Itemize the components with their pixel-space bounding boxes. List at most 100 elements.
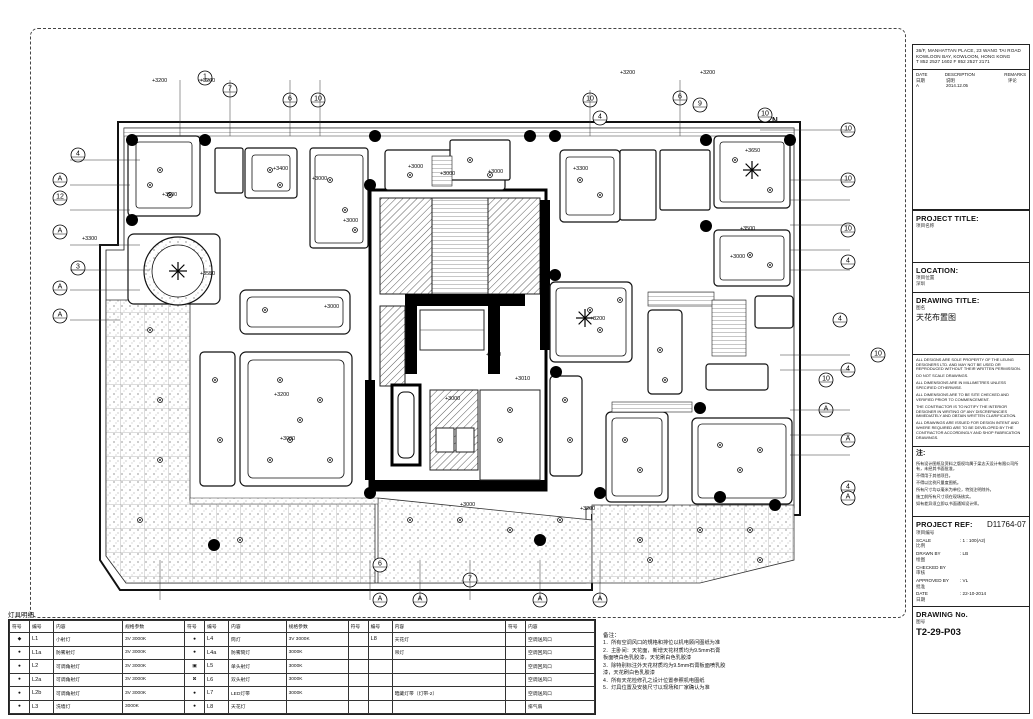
grid-tag: 4 (70, 147, 86, 163)
grid-tag: 10 (840, 222, 856, 238)
light-dot (409, 174, 411, 176)
light-dot (149, 329, 151, 331)
chandelier-arm (751, 169, 759, 177)
ceiling-height-label: +3200 (274, 392, 289, 398)
grid-tag: 4 (840, 254, 856, 270)
light-fixture (747, 527, 753, 533)
light-dot (239, 539, 241, 541)
grid-tag: 10 (870, 347, 886, 363)
grid-tag-circle (52, 308, 68, 324)
grid-tag-circle (840, 222, 856, 238)
legend-cell: 空调送风口 (524, 686, 596, 701)
legend-cell: ● (184, 645, 206, 660)
light-fixture (407, 172, 413, 178)
project-ref-cn: 项目编号 (916, 529, 935, 535)
light-fixture (757, 447, 763, 453)
light-fixture (767, 262, 773, 268)
drawing-notes: 备注： 1．所有空调风口的規格和排位以机电顾问图纸为准 2．主卧间：天花面，新增… (603, 632, 903, 693)
revision-row: A 2014.12.05 (916, 83, 968, 89)
grid-tag-circle (870, 347, 886, 363)
light-fixture (147, 327, 153, 333)
legend-cell (347, 686, 369, 701)
legend-table: 符号 编号 内容 规格参数 符号 编号 内容 规格参数 符号 编号 内容 符号 … (9, 620, 596, 714)
light-fixture (267, 457, 273, 463)
grid-tag-label: A (378, 596, 383, 603)
firm-line-2: KOWLOON BAY, KOWLOON, HONG KONG (916, 53, 1011, 59)
light-dot (749, 254, 751, 256)
legend-cell: L2 (29, 659, 54, 674)
legend-cell: 可调角射灯 (53, 659, 123, 674)
legend-cell: 筒灯 (228, 632, 287, 647)
legend-cell: ● (9, 672, 30, 687)
central-core (365, 188, 550, 492)
chandelier-arm (171, 270, 179, 278)
legend-cell: L1a (29, 645, 54, 660)
grid-tag: A (372, 592, 388, 608)
legend-header: 规格参数 (285, 620, 349, 633)
light-dot (579, 179, 581, 181)
ceiling-height-label: +3300 (82, 236, 97, 242)
grid-tag: A (52, 308, 68, 324)
chandelier-icon (743, 161, 761, 179)
legend-cell: 洗墙灯 (53, 699, 123, 714)
location-section: LOCATION: 项目位置 深圳 (913, 261, 1029, 292)
legend-cell: ▣ (184, 659, 206, 674)
light-dot (344, 209, 346, 211)
legend-cell: 双头射灯 (228, 672, 287, 687)
light-dot (159, 399, 161, 401)
light-fixture (212, 377, 218, 383)
column (126, 214, 138, 226)
light-fixture (732, 157, 738, 163)
north-arrow-label: N (772, 116, 778, 125)
grid-tag-circle (197, 70, 213, 86)
light-dot (599, 329, 601, 331)
light-dot (569, 439, 571, 441)
grid-tag: 10 (310, 92, 326, 108)
legend-cell: L3 (29, 699, 54, 714)
light-dot (759, 559, 761, 561)
legend-cell: 单头射灯 (228, 659, 287, 674)
legend-cell: ◆ (9, 632, 30, 647)
grid-tag-label: A (824, 406, 829, 413)
drawing-title-section: DRAWING TITLE: 图名 天花布置图 (913, 291, 1029, 354)
ceiling-height-label: +3650 (745, 148, 760, 154)
legend-title: 灯具明细 (8, 612, 34, 619)
drawing-number-section: DRAWING No. 图号 T2-29-P03 (913, 605, 1029, 642)
terrace-left (105, 299, 376, 584)
column (534, 534, 546, 546)
light-dot (619, 299, 621, 301)
legend-header: 编号 (367, 620, 393, 633)
light-fixture (267, 167, 273, 173)
chinese-note: 所有尺寸均以毫米为单位，特别注明除外。 (916, 487, 994, 493)
legend-cell: ● (9, 699, 30, 714)
date-field: DATE: 22-10-2014 (916, 591, 987, 597)
light-fixture (637, 467, 643, 473)
revision-header: DATE DESCRIPTION REMARKS (916, 72, 1026, 78)
ceiling-height-label: +3000 (312, 176, 327, 182)
light-fixture (277, 377, 283, 383)
column (784, 134, 796, 146)
light-fixture (657, 347, 663, 353)
grid-tag: 10 (757, 107, 773, 123)
ceiling-height-label: +3000 (730, 254, 745, 260)
legend-cell: 3V 3000K (121, 686, 186, 701)
chinese-note: 不得用于其他项目。 (916, 472, 953, 478)
chinese-notes-header: 注: (916, 449, 926, 457)
legend-cell (347, 659, 369, 674)
light-fixture (507, 407, 513, 413)
legend-cell (367, 699, 393, 714)
ceiling-height-label: +3200 (200, 78, 215, 84)
legend-cell: 空调回风口 (524, 645, 596, 660)
legend-cell: 空调回风口 (524, 659, 596, 674)
light-dot (659, 349, 661, 351)
light-fixture (622, 437, 628, 443)
column (126, 134, 138, 146)
chandelier-arm (584, 311, 592, 319)
chandelier-arm (584, 317, 592, 325)
grid-tag-label: 4 (846, 484, 850, 491)
column (549, 130, 561, 142)
note-line: 1．所有空调风口的規格和排位以机电顾问图纸为准 (603, 640, 721, 647)
light-fixture (747, 252, 753, 258)
light-fixture (577, 177, 583, 183)
